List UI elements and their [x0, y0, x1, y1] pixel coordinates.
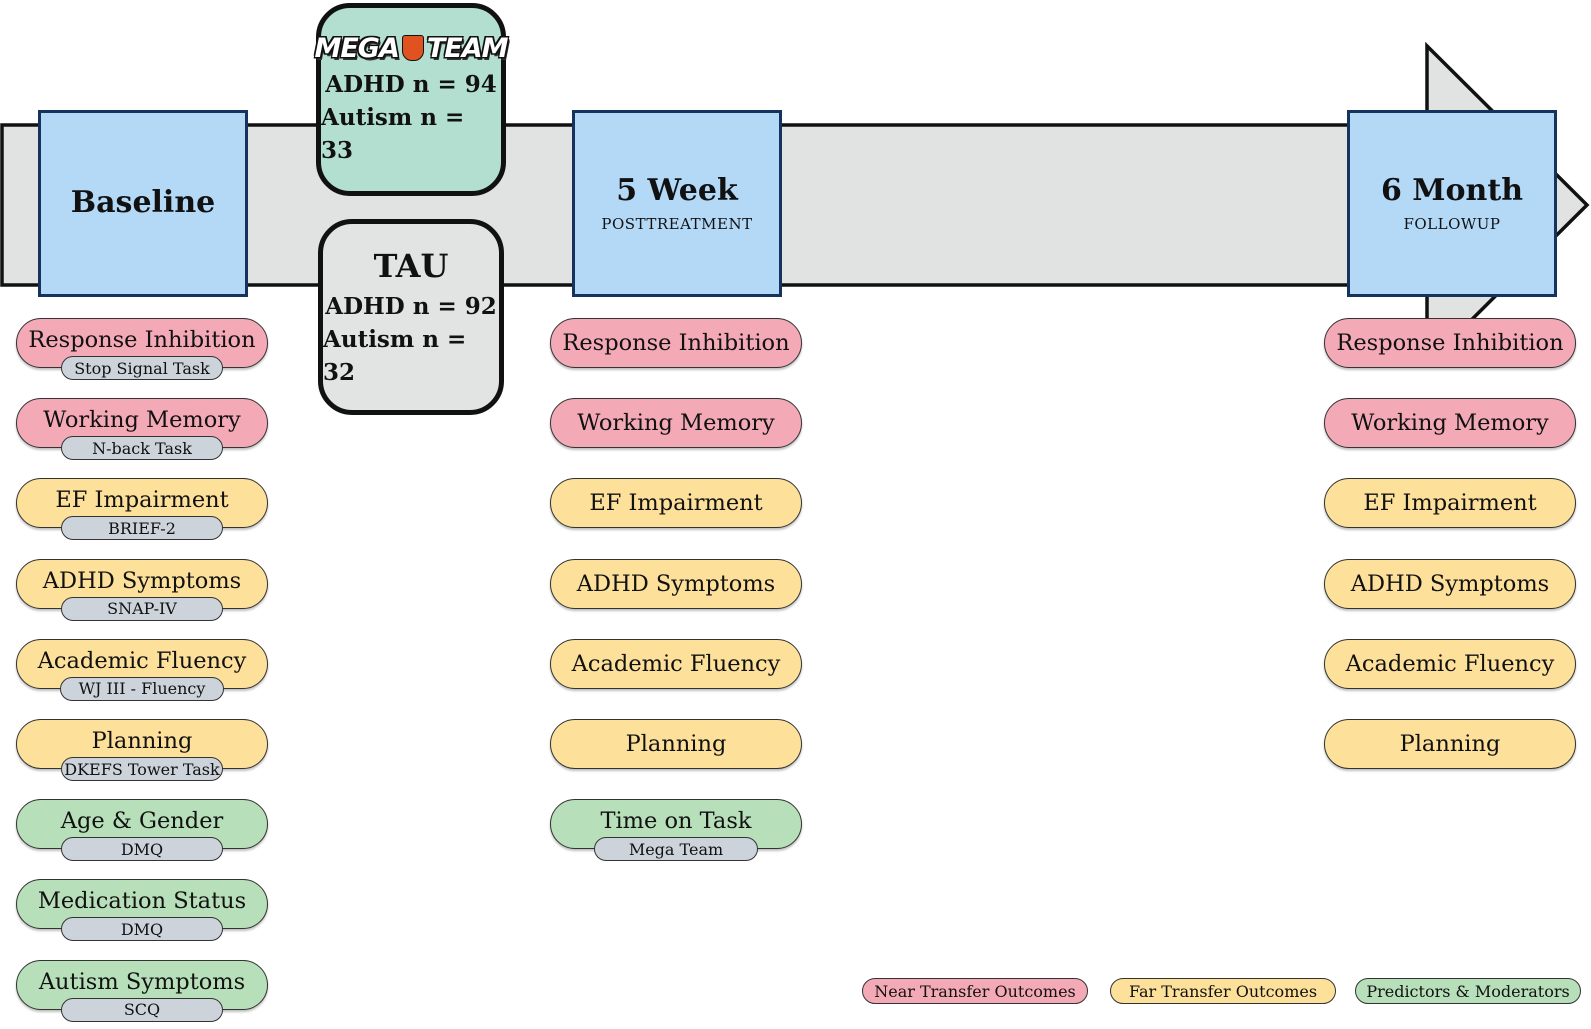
outcome-adhd-symptoms: ADHD Symptoms	[1324, 558, 1576, 609]
outcome-planning: Planning	[1324, 719, 1576, 769]
measure-brief-2: BRIEF-2	[61, 516, 223, 541]
mega-team-logo: MEGA TEAM	[314, 32, 509, 64]
legend-predictors-moderators: Predictors & Moderators	[1355, 978, 1581, 1004]
group-tau: TAU ADHD n = 92 Autism n = 32	[318, 219, 504, 415]
group-mega-team: MEGA TEAM ADHD n = 94 Autism n = 33	[314, 3, 509, 196]
timepoint-title: 5 Week	[616, 173, 738, 209]
outcome-academic-fluency: Academic Fluency	[550, 638, 802, 689]
group-adhd-count: ADHD n = 94	[325, 70, 497, 98]
outcome-working-memory: Working Memory	[16, 398, 268, 449]
outcome-ef-impairment: EF Impairment	[1324, 478, 1576, 529]
outcome-planning: Planning	[550, 719, 802, 769]
group-autism-count: Autism n = 33	[321, 103, 465, 164]
shield-icon	[401, 35, 424, 61]
timepoint-baseline: Baseline	[38, 110, 248, 297]
outcome-response-inhibition: Response Inhibition	[550, 318, 802, 368]
group-adhd-count: ADHD n = 92	[325, 292, 497, 320]
outcome-working-memory: Working Memory	[550, 398, 802, 449]
measure-wj-iii-fluency: WJ III - Fluency	[60, 676, 224, 701]
outcome-age-gender: Age & Gender	[16, 799, 268, 850]
outcome-academic-fluency: Academic Fluency	[16, 638, 268, 689]
measure-n-back-task: N-back Task	[61, 436, 223, 461]
group-title: TAU	[373, 246, 449, 285]
measure-snap-iv: SNAP-IV	[61, 596, 223, 621]
outcome-autism-symptoms: Autism Symptoms	[16, 959, 268, 1010]
outcome-ef-impairment: EF Impairment	[550, 478, 802, 529]
timepoint-5-week: 5 Week POSTTREATMENT	[572, 110, 782, 297]
timepoint-6-month: 6 Month FOLLOWUP	[1347, 110, 1557, 297]
legend-far-transfer-outcomes: Far Transfer Outcomes	[1110, 978, 1336, 1004]
measure-dmq: DMQ	[61, 837, 223, 862]
timepoint-title: Baseline	[70, 185, 216, 221]
outcome-working-memory: Working Memory	[1324, 398, 1576, 449]
outcome-adhd-symptoms: ADHD Symptoms	[550, 558, 802, 609]
measure-scq: SCQ	[61, 997, 223, 1022]
timepoint-subtitle: POSTTREATMENT	[601, 214, 753, 233]
measure-dkefs-tower-task: DKEFS Tower Task	[61, 757, 223, 781]
logo-text-right: TEAM	[426, 32, 509, 64]
outcome-academic-fluency: Academic Fluency	[1324, 638, 1576, 689]
timepoint-title: 6 Month	[1380, 173, 1524, 209]
group-autism-count: Autism n = 32	[323, 325, 467, 386]
measure-stop-signal-task: Stop Signal Task	[61, 356, 223, 380]
logo-text-left: MEGA	[314, 32, 400, 64]
timepoint-subtitle: FOLLOWUP	[1403, 214, 1501, 233]
measure-mega-team: Mega Team	[594, 837, 758, 862]
outcome-response-inhibition: Response Inhibition	[1324, 318, 1576, 368]
legend-near-transfer-outcomes: Near Transfer Outcomes	[862, 978, 1088, 1004]
measure-dmq: DMQ	[61, 917, 223, 942]
